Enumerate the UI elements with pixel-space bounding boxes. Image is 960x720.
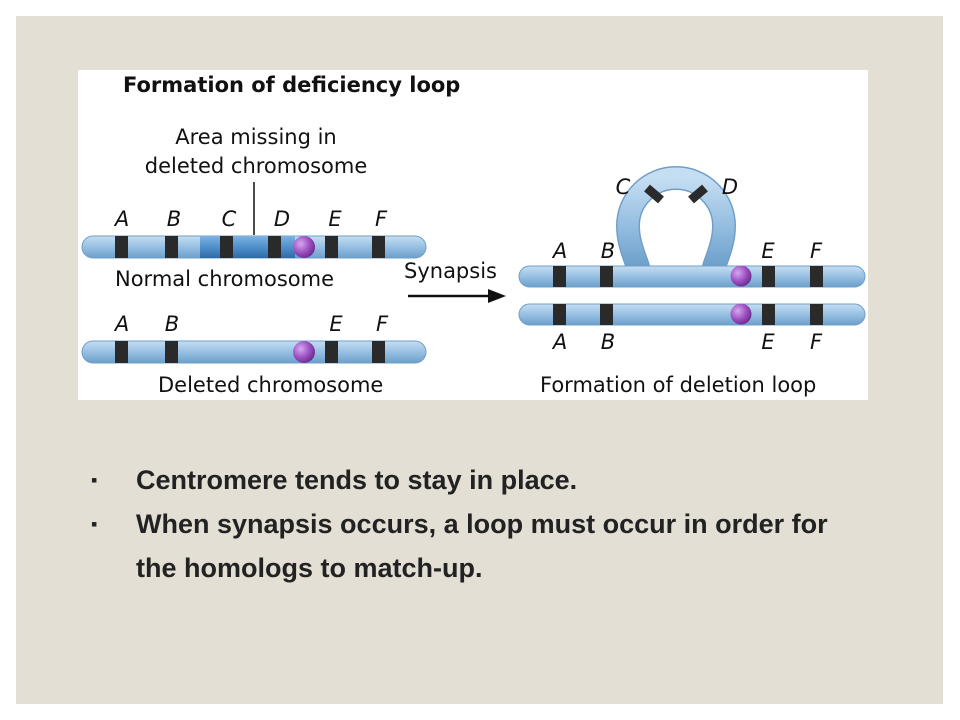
- paired-bottom-band-f: [810, 304, 823, 325]
- band-b: [165, 341, 178, 363]
- loop-letter-d: D: [722, 175, 738, 199]
- band-d: [268, 236, 281, 258]
- loop-letter-c: C: [616, 175, 631, 199]
- paired-top-letter-e: E: [761, 239, 775, 263]
- bullet-item: ▪ When synapsis occurs, a loop must occu…: [91, 502, 851, 590]
- normal-letter-c: C: [222, 207, 237, 231]
- centromere: [293, 341, 315, 363]
- band-f: [372, 341, 385, 363]
- paired-top-band-f: [810, 266, 823, 287]
- band-a: [115, 236, 128, 258]
- deleted-chromosome: [81, 340, 427, 364]
- normal-chromosome: [81, 235, 427, 259]
- paired-bottom-centromere: [730, 303, 752, 325]
- normal-letter-b: B: [167, 207, 181, 231]
- deleted-letter-e: E: [329, 312, 343, 336]
- deficiency-loop-figure: Formation of deficiency loop Area missin…: [78, 70, 868, 400]
- band-b: [165, 236, 178, 258]
- paired-top-letter-b: B: [601, 239, 615, 263]
- deletion-loop-label: Formation of deletion loop: [540, 373, 816, 397]
- paired-top-letter-a: A: [551, 239, 567, 263]
- area-missing-label-line2: deleted chromosome: [145, 154, 368, 178]
- bullet-text: When synapsis occurs, a loop must occur …: [136, 509, 828, 583]
- paired-bottom-letter-b: B: [601, 330, 615, 354]
- band-f: [372, 236, 385, 258]
- paired-bottom-letter-f: F: [810, 330, 823, 354]
- deleted-chromosome-label: Deleted chromosome: [158, 373, 383, 397]
- band-c: [220, 236, 233, 258]
- square-bullet-icon: ▪: [91, 470, 98, 490]
- paired-bottom-letter-a: A: [551, 330, 567, 354]
- paired-bottom-band-e: [762, 304, 775, 325]
- synapsis-arrowhead: [488, 289, 506, 303]
- band-e: [325, 341, 338, 363]
- band-a: [115, 341, 128, 363]
- paired-bottom-band-a: [553, 304, 566, 325]
- synapsis-label: Synapsis: [404, 259, 497, 283]
- deleted-letter-a: A: [113, 312, 129, 336]
- paired-top-band-e: [762, 266, 775, 287]
- paired-top-letter-f: F: [810, 239, 823, 263]
- centromere: [293, 236, 315, 258]
- normal-letter-f: F: [375, 207, 388, 231]
- paired-top-centromere: [730, 265, 752, 287]
- normal-letter-a: A: [113, 207, 129, 231]
- normal-letter-e: E: [328, 207, 342, 231]
- paired-deleted-chromosome: [518, 303, 866, 326]
- paired-top-band-a: [553, 266, 566, 287]
- deficiency-loop-diagram: Formation of deficiency loop Area missin…: [81, 73, 866, 397]
- paired-top-band-b: [600, 266, 613, 287]
- figure-title: Formation of deficiency loop: [123, 73, 460, 97]
- deleted-letter-f: F: [376, 312, 389, 336]
- paired-bottom-band-b: [600, 304, 613, 325]
- bullet-item: ▪ Centromere tends to stay in place.: [91, 458, 851, 502]
- area-missing-label-line1: Area missing in: [175, 125, 336, 149]
- looped-chromosome: [518, 166, 866, 288]
- square-bullet-icon: ▪: [91, 514, 98, 534]
- paired-bottom-letter-e: E: [761, 330, 775, 354]
- band-e: [325, 236, 338, 258]
- loop-band-c: [644, 184, 664, 204]
- normal-chromosome-label: Normal chromosome: [115, 267, 334, 291]
- bullet-list: ▪ Centromere tends to stay in place. ▪ W…: [91, 458, 851, 590]
- deleted-letter-b: B: [165, 312, 179, 336]
- normal-letter-d: D: [274, 207, 290, 231]
- loop-band-d: [688, 184, 708, 204]
- bullet-text: Centromere tends to stay in place.: [136, 465, 578, 495]
